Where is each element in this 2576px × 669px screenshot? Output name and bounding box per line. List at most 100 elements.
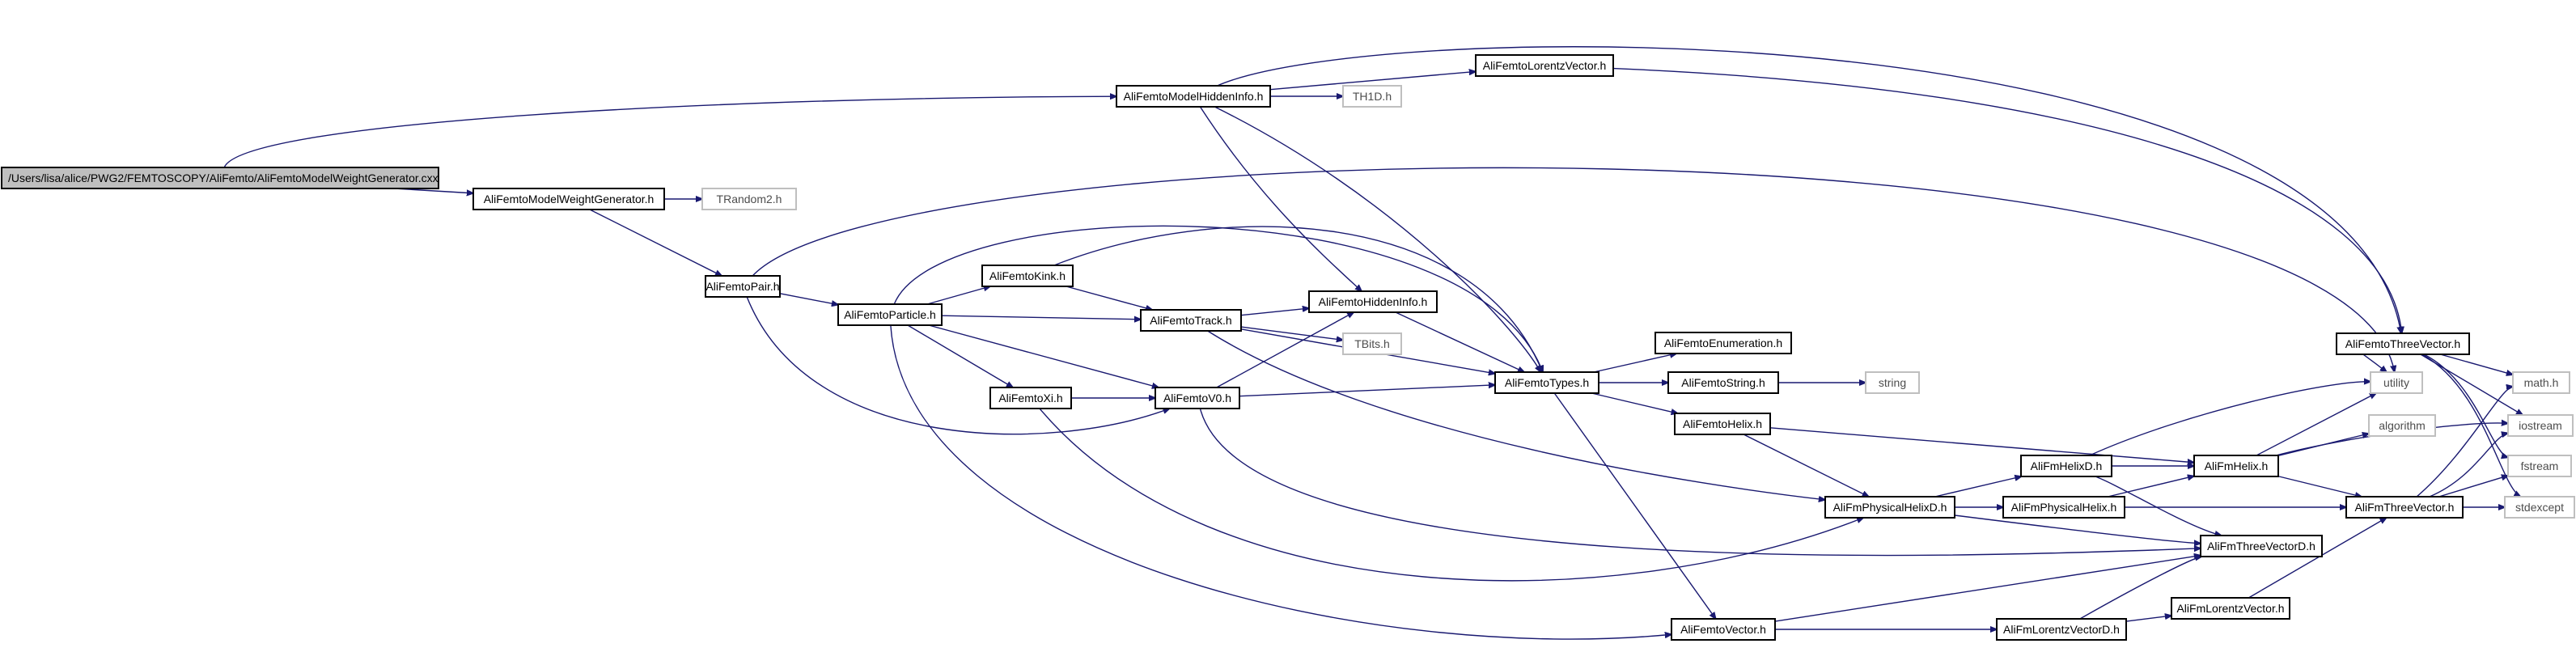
node-box — [1155, 387, 1240, 409]
node-box — [2507, 414, 2574, 437]
node-label: AliFemtoModelWeightGenerator.h — [484, 193, 655, 205]
node-helix[interactable]: AliFmHelix.h — [2193, 455, 2279, 477]
edge-mhi-to-lorentz — [1269, 71, 1476, 91]
node-label: AliFemtoThreeVector.h — [2345, 337, 2460, 350]
node-fstring[interactable]: AliFemtoString.h — [1667, 371, 1779, 394]
edge-mhi-to-hidden — [1199, 106, 1362, 291]
edge-mhi-to-types — [1214, 106, 1540, 372]
edge-types-to-fhelix — [1591, 392, 1677, 413]
node-label: fstream — [2521, 459, 2559, 472]
node-mhi[interactable]: AliFemtoModelHiddenInfo.h — [1116, 85, 1271, 108]
node-box — [1996, 618, 2127, 641]
node-math: math.h — [2512, 371, 2570, 394]
node-algorithm: algorithm — [2368, 414, 2436, 437]
edge-particle-to-kink — [926, 286, 990, 305]
node-hidden[interactable]: AliFemtoHiddenInfo.h — [1308, 290, 1438, 313]
edge-lorentz-to-ftv — [1612, 67, 2402, 333]
node-box — [2512, 371, 2570, 394]
node-label: TH1D.h — [1353, 90, 1392, 103]
node-box — [2368, 414, 2436, 437]
node-box — [2171, 597, 2290, 620]
node-box — [1, 167, 439, 189]
node-tv[interactable]: AliFmThreeVector.h — [2345, 496, 2464, 519]
node-track[interactable]: AliFemtoTrack.h — [1140, 309, 1242, 332]
node-box — [2507, 455, 2572, 477]
node-string: string — [1865, 371, 1920, 394]
node-physhelix[interactable]: AliFmPhysicalHelix.h — [2002, 496, 2125, 519]
edge-physhelixd-to-helixd — [1934, 476, 2022, 498]
node-label: AliFemtoTrack.h — [1150, 314, 1231, 327]
node-label: AliFemtoTypes.h — [1505, 376, 1589, 389]
node-mwg[interactable]: AliFemtoModelWeightGenerator.h — [472, 188, 665, 210]
edge-lvd-to-lv — [2125, 616, 2171, 622]
edge-particle-to-xi — [907, 324, 1013, 387]
node-label: AliFemtoParticle.h — [844, 308, 936, 321]
node-types[interactable]: AliFemtoTypes.h — [1494, 371, 1599, 394]
edge-ftv-to-stdexcept — [2421, 354, 2521, 497]
node-box — [472, 188, 665, 210]
edge-root-to-mhi — [223, 96, 1116, 168]
node-particle[interactable]: AliFemtoParticle.h — [837, 303, 943, 326]
node-enum[interactable]: AliFemtoEnumeration.h — [1654, 332, 1792, 354]
edge-tv-to-fstream — [2438, 476, 2508, 498]
edge-mwg-to-pair — [589, 209, 722, 276]
node-box — [1116, 85, 1271, 108]
edge-hidden-to-types — [1395, 311, 1524, 372]
node-root[interactable]: /Users/lisa/alice/PWG2/FEMTOSCOPY/AliFem… — [1, 167, 439, 189]
node-label: AliFemtoModelHiddenInfo.h — [1124, 90, 1264, 103]
node-label: AliFmHelixD.h — [2031, 459, 2103, 472]
node-label: utility — [2383, 376, 2409, 389]
node-box — [2504, 496, 2575, 519]
node-box — [981, 265, 1074, 287]
node-tbits: TBits.h — [1342, 332, 1402, 355]
edge-types-to-fvector — [1553, 392, 1715, 619]
edge-fvector-to-tvd — [1774, 556, 2201, 622]
node-helixd[interactable]: AliFmHelixD.h — [2020, 455, 2112, 477]
node-box — [1865, 371, 1920, 394]
node-box — [1342, 85, 1402, 108]
node-tvd[interactable]: AliFmThreeVectorD.h — [2200, 535, 2323, 557]
node-label: AliFemtoString.h — [1681, 376, 1765, 389]
edge-particle-to-types — [893, 225, 1543, 372]
nodes-layer: /Users/lisa/alice/PWG2/FEMTOSCOPY/AliFem… — [1, 54, 2575, 641]
edge-v0-to-hidden — [1216, 312, 1354, 388]
edge-pair-to-v0 — [746, 296, 1169, 435]
node-label: AliFmPhysicalHelix.h — [2011, 501, 2117, 514]
edge-particle-to-v0 — [928, 324, 1159, 387]
edge-v0-to-tvd — [1199, 408, 2201, 557]
node-lv[interactable]: AliFmLorentzVector.h — [2171, 597, 2290, 620]
node-box — [837, 303, 943, 326]
node-label: AliFemtoVector.h — [1680, 623, 1766, 636]
node-label: iostream — [2519, 419, 2562, 432]
node-v0[interactable]: AliFemtoV0.h — [1155, 387, 1240, 409]
edge-v0-to-types — [1239, 385, 1495, 397]
node-label: AliFmLorentzVector.h — [2176, 602, 2284, 615]
node-label: AliFemtoV0.h — [1163, 392, 1231, 404]
edge-ftv-to-math — [2440, 354, 2513, 375]
node-ftv[interactable]: AliFemtoThreeVector.h — [2336, 332, 2470, 355]
node-box — [1824, 496, 1955, 519]
node-physhelixd[interactable]: AliFmPhysicalHelixD.h — [1824, 496, 1955, 519]
edge-lvd-to-tvd — [2079, 557, 2201, 620]
node-lorentz[interactable]: AliFemtoLorentzVector.h — [1475, 54, 1614, 77]
node-pair[interactable]: AliFemtoPair.h — [705, 275, 781, 298]
node-lvd[interactable]: AliFmLorentzVectorD.h — [1996, 618, 2127, 641]
node-label: AliFmHelix.h — [2205, 459, 2269, 472]
node-fhelix[interactable]: AliFemtoHelix.h — [1674, 413, 1771, 435]
edge-ftv-to-fstream — [2423, 354, 2508, 457]
node-label: string — [1879, 376, 1906, 389]
edge-helixd-to-utility — [2089, 382, 2371, 456]
node-kink[interactable]: AliFemtoKink.h — [981, 265, 1074, 287]
node-label: TBits.h — [1354, 337, 1390, 350]
node-box — [705, 275, 781, 298]
edge-tv-to-math — [2416, 387, 2513, 498]
node-box — [1308, 290, 1438, 313]
node-label: AliFemtoEnumeration.h — [1664, 337, 1782, 349]
edge-helix-to-utility — [2256, 393, 2376, 456]
node-xi[interactable]: AliFemtoXi.h — [989, 387, 1072, 409]
node-box — [1475, 54, 1614, 77]
node-fvector[interactable]: AliFemtoVector.h — [1671, 618, 1776, 641]
node-label: TRandom2.h — [717, 193, 782, 205]
node-box — [1667, 371, 1779, 394]
